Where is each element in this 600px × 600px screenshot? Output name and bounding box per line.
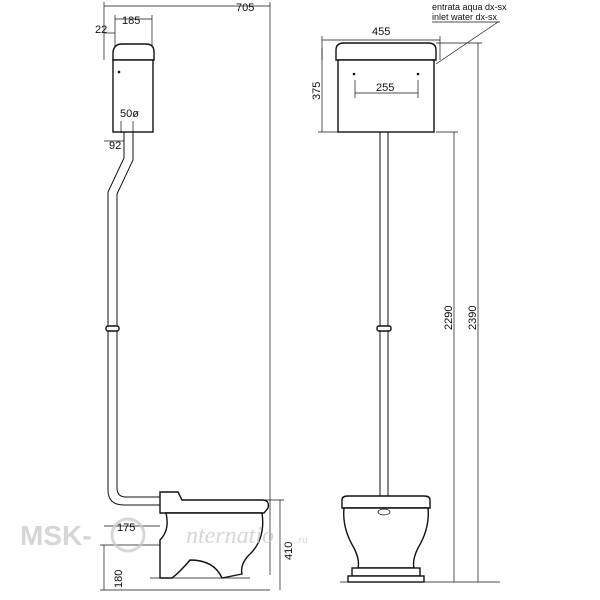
- watermark-brand: MSK-: [20, 520, 92, 551]
- cistern-lid-front: [335, 42, 437, 61]
- watermark-logo-ring: [110, 517, 146, 553]
- bowl-seat-front: [341, 495, 431, 509]
- bowl-plinth: [347, 575, 425, 583]
- leader-line-inlet: [435, 21, 499, 65]
- dim-tank-depth: 185: [122, 15, 140, 27]
- dim-total-height: 2390: [467, 306, 479, 330]
- cistern-screw-left: [352, 72, 356, 76]
- flush-pipe-inner: [116, 132, 160, 498]
- bowl-seat: [159, 491, 270, 514]
- side-view: 705 185 22 50ø 92 175: [95, 2, 295, 591]
- pipe-inlet: [377, 508, 391, 516]
- dim-bowl-height: 410: [283, 542, 295, 560]
- dim-tank-offset: 22: [95, 24, 107, 36]
- dim-bowl-offset: 175: [117, 522, 135, 534]
- watermark-suffix: .ru: [296, 535, 308, 546]
- front-view: 455 375 255 2290 2390: [311, 2, 507, 583]
- pipe-joint-front: [376, 325, 392, 332]
- pipe-joint: [105, 325, 120, 332]
- watermark-script: nternatio: [186, 523, 274, 549]
- cistern-screw: [117, 70, 121, 74]
- bowl-base: [351, 567, 421, 577]
- cistern-body-front: [337, 59, 435, 133]
- dim-tank-height: 375: [311, 82, 323, 100]
- note-inlet-english: inlet water dx-sx: [432, 12, 498, 22]
- cistern-screw-right: [416, 72, 420, 76]
- note-inlet-italian: entrata aqua dx-sx: [432, 2, 507, 12]
- dim-bracket-spacing: 255: [376, 82, 394, 94]
- dim-height-to-tank-bottom: 2290: [443, 306, 455, 330]
- dim-pipe-offset: 92: [109, 140, 121, 152]
- bowl-body-side: [159, 512, 264, 579]
- dim-tank-width: 455: [372, 26, 390, 38]
- dim-pipe-diameter: 50ø: [120, 108, 139, 120]
- bowl-body-front: [343, 507, 429, 569]
- dim-total-width: 705: [236, 2, 254, 14]
- flush-pipe-outer: [107, 132, 160, 506]
- watermark: MSK- nternatio .ru: [20, 517, 308, 553]
- cistern-lid: [112, 43, 155, 61]
- dim-outlet-height: 180: [113, 570, 125, 588]
